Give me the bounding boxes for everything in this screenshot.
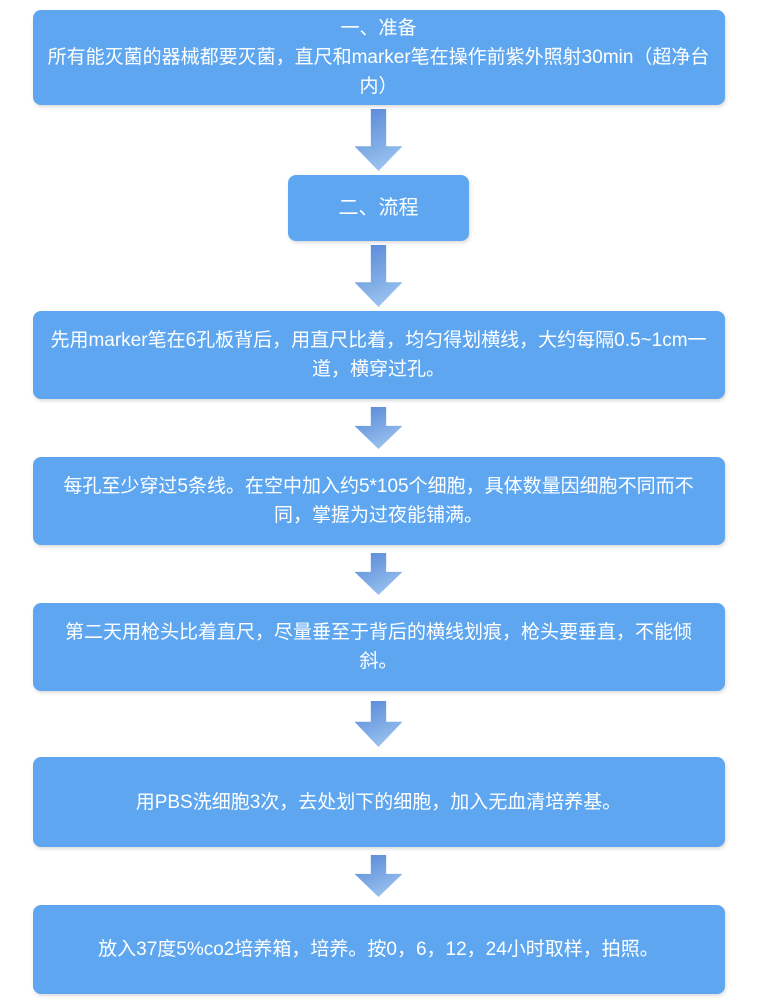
flow-step-preparation: 一、准备 所有能灭菌的器械都要灭菌，直尺和marker笔在操作前紫外照射30mi…	[32, 10, 725, 105]
flow-step-procedure: 二、流程	[288, 175, 469, 241]
down-arrow-icon	[354, 855, 403, 897]
step-text: 用PBS洗细胞3次，去处划下的细胞，加入无血清培养基。	[135, 791, 622, 813]
down-arrow-icon	[354, 701, 403, 747]
down-arrow-icon	[354, 109, 403, 171]
step-title: 一、准备	[340, 18, 417, 39]
step-text: 第二天用枪头比着直尺，尽量垂至于背后的横线划痕，枪头要垂直，不能倾斜。	[64, 622, 692, 672]
step-title: 二、流程	[338, 196, 419, 219]
flow-step-scratch: 第二天用枪头比着直尺，尽量垂至于背后的横线划痕，枪头要垂直，不能倾斜。	[32, 603, 725, 691]
flow-step-incubate-photograph: 放入37度5%co2培养箱，培养。按0，6，12，24小时取样，拍照。	[32, 905, 725, 994]
step-text: 先用marker笔在6孔板背后，用直尺比着，均匀得划横线，大约每隔0.5~1cm…	[50, 330, 707, 380]
flow-step-wash-cells: 用PBS洗细胞3次，去处划下的细胞，加入无血清培养基。	[32, 757, 725, 847]
flow-step-seed-cells: 每孔至少穿过5条线。在空中加入约5*105个细胞，具体数量因细胞不同而不同，掌握…	[32, 457, 725, 545]
down-arrow-icon	[354, 407, 403, 449]
flow-step-draw-lines: 先用marker笔在6孔板背后，用直尺比着，均匀得划横线，大约每隔0.5~1cm…	[32, 311, 725, 399]
down-arrow-icon	[354, 245, 403, 307]
step-text: 每孔至少穿过5条线。在空中加入约5*105个细胞，具体数量因细胞不同而不同，掌握…	[63, 476, 694, 526]
step-text: 放入37度5%co2培养箱，培养。按0，6，12，24小时取样，拍照。	[98, 939, 659, 960]
step-text: 所有能灭菌的器械都要灭菌，直尺和marker笔在操作前紫外照射30min（超净台…	[47, 47, 710, 97]
down-arrow-icon	[354, 553, 403, 595]
